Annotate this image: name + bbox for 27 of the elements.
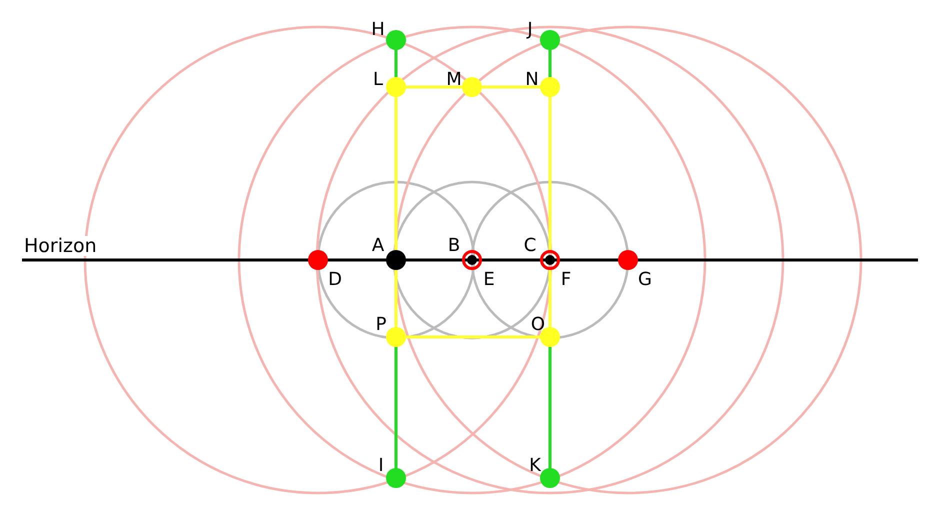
line-segment	[394, 49, 398, 78]
line-segment	[405, 336, 541, 338]
line-segment	[481, 86, 541, 88]
line-segment	[394, 346, 398, 469]
point-label: A	[370, 237, 386, 255]
point-label: E	[482, 271, 496, 289]
line-segment	[548, 269, 552, 328]
point-label: F	[560, 271, 572, 289]
line-segment	[405, 86, 463, 88]
point-label: M	[446, 71, 462, 89]
point-label: B	[446, 237, 462, 255]
line-segment	[394, 269, 398, 328]
point-label: C	[522, 237, 538, 255]
point-label: P	[374, 316, 388, 334]
point-label: O	[530, 316, 546, 334]
point-label: I	[377, 457, 385, 475]
point-label: N	[524, 71, 540, 89]
point-label: J	[526, 21, 534, 39]
point-label: K	[528, 457, 542, 475]
point-label: D	[327, 271, 343, 289]
point-label: H	[370, 21, 386, 39]
line-segment	[394, 96, 398, 251]
line-label: Horizon	[24, 236, 97, 256]
point-label: L	[372, 71, 384, 89]
line-segment	[548, 346, 552, 469]
point-label: G	[637, 271, 653, 289]
line-segment	[548, 49, 552, 78]
